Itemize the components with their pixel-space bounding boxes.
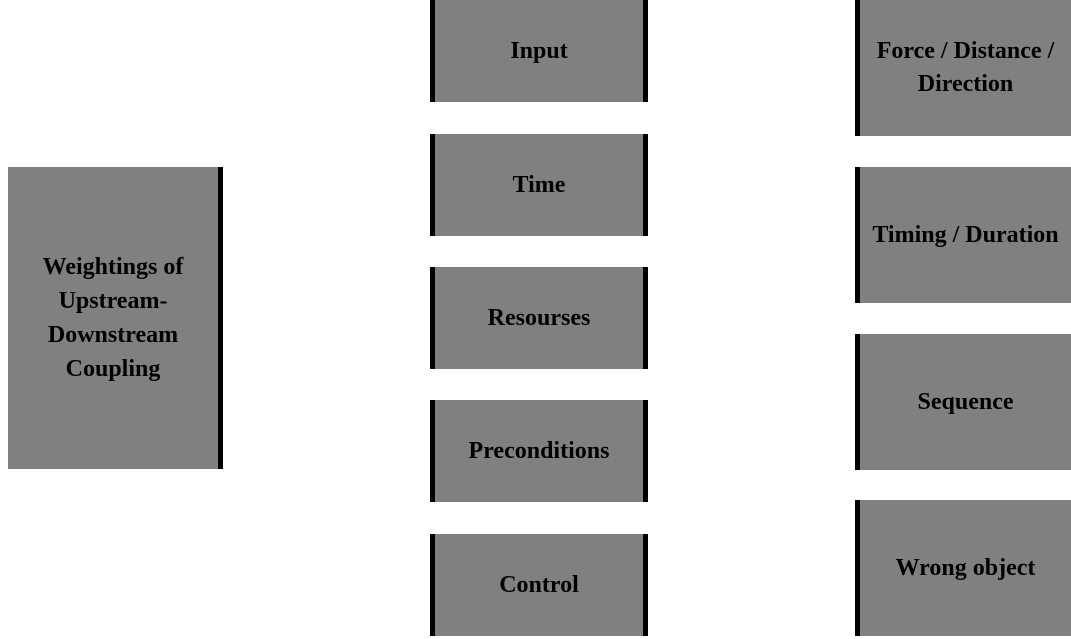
timing-duration-label: Timing / Duration	[872, 221, 1059, 248]
preconditions-label: Preconditions	[468, 438, 610, 464]
force-distance-direction-box: Force / Distance / Direction	[855, 0, 1071, 136]
input-box: Input	[430, 0, 648, 102]
time-label: Time	[512, 172, 566, 198]
control-box: Control	[430, 534, 648, 636]
weightings-label: Weightings of Upstream-Downstream Coupli…	[42, 254, 184, 382]
force-distance-direction-label: Force / Distance / Direction	[876, 38, 1055, 97]
resourses-label: Resourses	[487, 305, 591, 331]
input-label: Input	[510, 38, 568, 64]
resourses-box: Resourses	[430, 267, 648, 369]
control-label: Control	[499, 572, 579, 598]
wrong-object-box: Wrong object	[855, 500, 1071, 636]
preconditions-box: Preconditions	[430, 400, 648, 502]
sequence-label: Sequence	[917, 388, 1014, 415]
sequence-box: Sequence	[855, 334, 1071, 470]
timing-duration-box: Timing / Duration	[855, 167, 1071, 303]
wrong-object-label: Wrong object	[895, 554, 1036, 581]
weightings-box: Weightings of Upstream-Downstream Coupli…	[8, 167, 223, 469]
time-box: Time	[430, 134, 648, 236]
